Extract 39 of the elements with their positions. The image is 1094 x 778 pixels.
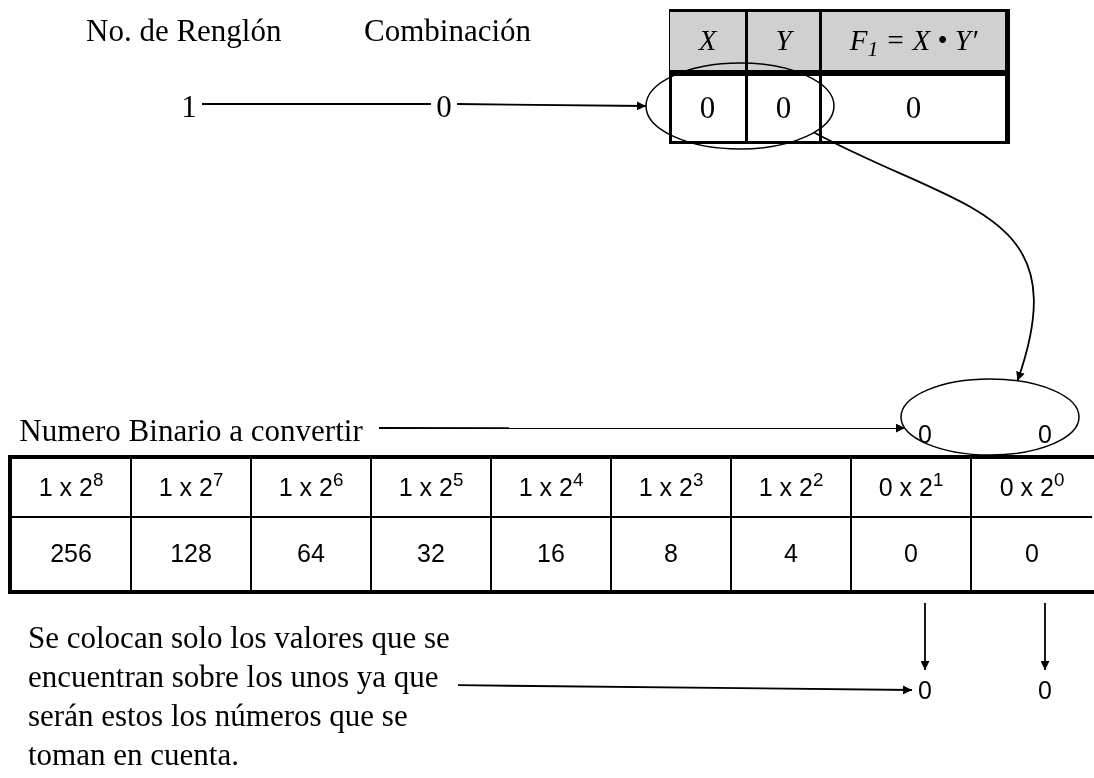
arrow bbox=[378, 423, 906, 433]
header-cell: Y bbox=[748, 12, 822, 70]
binary-digit: 0 bbox=[918, 419, 932, 450]
arrow bbox=[457, 684, 913, 695]
table-cell: 1 x 2$^{2}$ bbox=[732, 459, 852, 518]
table-cell: 1 x 2$^{5}$ bbox=[372, 459, 492, 518]
header-cell: F$_{1}$ = X • Y′ bbox=[822, 12, 1008, 70]
note-text: Se colocan solo los valores que se encuentran sobre los unos ya que serán estos los números que se toman en cuenta. bbox=[28, 618, 456, 778]
table-cell: 8 bbox=[612, 518, 732, 590]
table-cell: 1 x 2$^{8}$ bbox=[12, 459, 132, 518]
table-cell: 256 bbox=[12, 518, 132, 590]
row-label: Numero Binario a convertir bbox=[5, 408, 377, 448]
table-cell: 1 x 2$^{3}$ bbox=[612, 459, 732, 518]
table-cell: 1 x 2$^{7}$ bbox=[132, 459, 252, 518]
header-cell: X bbox=[670, 12, 748, 70]
connector-line bbox=[201, 103, 432, 105]
arrow bbox=[456, 101, 647, 111]
ellipse-outline bbox=[645, 62, 835, 150]
column-heading: No. de Renglón bbox=[86, 12, 282, 50]
column-heading: Combinación bbox=[364, 12, 532, 50]
table-cell: 0 x 2$^{0}$ bbox=[972, 459, 1092, 518]
table-cell: 64 bbox=[252, 518, 372, 590]
value-text: 0 bbox=[914, 672, 936, 708]
arrow bbox=[920, 602, 930, 671]
table-cell: 0 bbox=[852, 518, 972, 590]
table-cell: 1 x 2$^{4}$ bbox=[492, 459, 612, 518]
table-cell: 4 bbox=[732, 518, 852, 590]
table-cell-text: 0 bbox=[1024, 538, 1040, 570]
arrow bbox=[1040, 602, 1050, 671]
table-cell: 1 x 2$^{6}$ bbox=[252, 459, 372, 518]
binary-digit: 0 bbox=[1038, 419, 1052, 450]
value-text: 1 bbox=[178, 84, 200, 124]
value-text: 0 bbox=[433, 84, 455, 124]
table-cell: 16 bbox=[492, 518, 612, 590]
value-text: 0 bbox=[1034, 672, 1056, 708]
table-cell: 128 bbox=[132, 518, 252, 590]
table-cell: 0 x 2$^{1}$ bbox=[852, 459, 972, 518]
arrow bbox=[813, 131, 1035, 382]
table-cell: 32 bbox=[372, 518, 492, 590]
